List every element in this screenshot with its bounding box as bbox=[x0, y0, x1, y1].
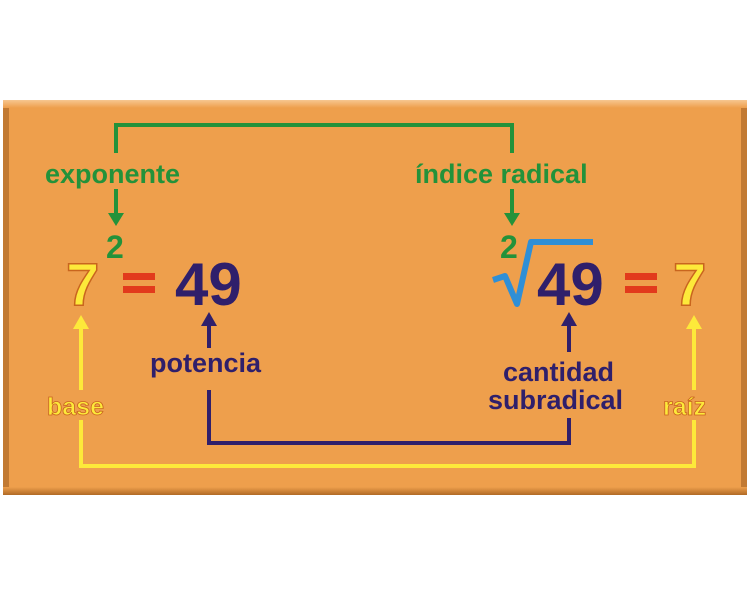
navy-connector bbox=[207, 390, 571, 445]
exponent-arrowhead bbox=[108, 213, 124, 226]
radical-symbol bbox=[492, 239, 593, 307]
panel-bevel-bottom bbox=[3, 487, 747, 495]
base-label: base bbox=[47, 393, 104, 421]
index-number: 2 bbox=[500, 229, 518, 265]
diagram-canvas: exponente índice radical 7 2 49 2 49 7 p… bbox=[3, 100, 747, 495]
power-arrowhead bbox=[201, 312, 217, 326]
base-arrowhead bbox=[73, 315, 89, 329]
index-arrowhead bbox=[504, 213, 520, 226]
green-connector bbox=[114, 123, 514, 153]
radical-index-label: índice radical bbox=[415, 159, 588, 189]
base-number: 7 bbox=[66, 251, 99, 318]
radicand-label-line2: subradical bbox=[488, 385, 623, 415]
radicand-label-line1: cantidad bbox=[503, 357, 614, 387]
exponent-label: exponente bbox=[45, 159, 180, 189]
root-label: raíz bbox=[663, 393, 706, 421]
right-equals-bar-top bbox=[625, 273, 657, 280]
radicand-arrowhead bbox=[561, 312, 577, 326]
root-number: 7 bbox=[673, 251, 706, 318]
panel-face bbox=[9, 106, 741, 489]
power-label: potencia bbox=[150, 348, 262, 378]
power-number: 49 bbox=[175, 251, 242, 318]
diagram-board: exponente índice radical 7 2 49 2 49 7 p… bbox=[3, 100, 747, 495]
panel-bevel-top bbox=[3, 100, 747, 108]
left-equals-bar-bottom bbox=[123, 286, 155, 293]
radicand-number: 49 bbox=[537, 251, 604, 318]
root-arrowhead bbox=[686, 315, 702, 329]
exponent-number: 2 bbox=[106, 229, 124, 265]
left-equals-bar-top bbox=[123, 273, 155, 280]
yellow-connector bbox=[79, 420, 696, 468]
right-equals-bar-bottom bbox=[625, 286, 657, 293]
